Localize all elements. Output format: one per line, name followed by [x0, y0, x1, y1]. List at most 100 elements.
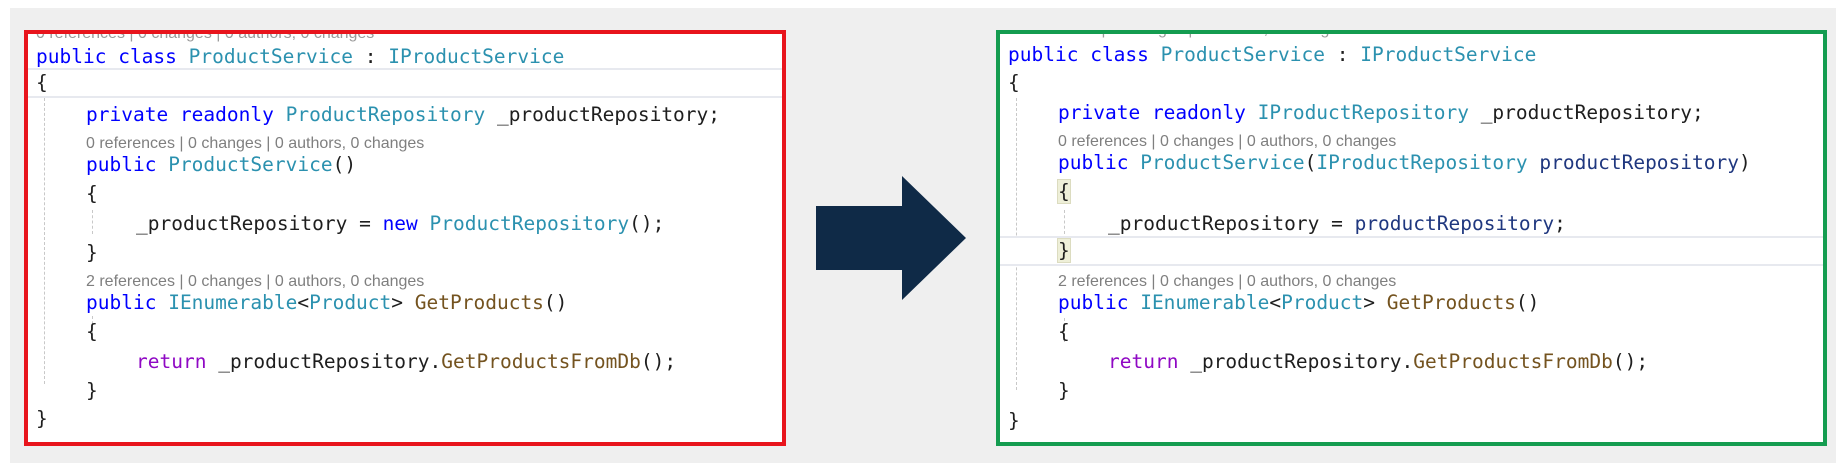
keyword-public: public — [1058, 291, 1129, 314]
codelens-class-info[interactable]: 0 references | 0 changes | 0 authors, 0 … — [36, 30, 375, 42]
matched-close-brace: } — [1057, 238, 1071, 263]
constructor-open-brace-line: { — [1057, 177, 1823, 207]
keyword-private: private — [1058, 101, 1141, 124]
keyword-return: return — [1108, 350, 1179, 373]
constructor-name: ProductService — [168, 153, 333, 176]
generic-close: > — [391, 291, 404, 314]
member-access-dot: . — [1401, 350, 1414, 373]
inheritance-colon: : — [353, 45, 389, 68]
constructor-close-brace-line: } — [1057, 236, 1823, 266]
constructor-open-brace-line: { — [86, 179, 782, 209]
keyword-readonly: readonly — [1151, 101, 1246, 124]
keyword-new: new — [382, 212, 418, 235]
method-params: () — [543, 291, 568, 314]
method-close-brace-line: } — [1058, 376, 1823, 406]
close-brace: } — [1058, 379, 1070, 402]
indent-guide — [92, 210, 93, 234]
keyword-public: public — [1058, 151, 1129, 174]
indent-guide — [1064, 318, 1065, 342]
matched-open-brace: { — [1057, 179, 1071, 204]
field-type: IProductRepository — [1257, 101, 1469, 124]
indent-guide — [1064, 210, 1065, 234]
close-brace: } — [86, 379, 98, 402]
field-reference: _productRepository — [1108, 212, 1320, 235]
paren-open: ( — [1304, 151, 1317, 174]
codelens-method-info[interactable]: 2 references | 0 changes | 0 authors, 0 … — [86, 273, 425, 290]
constructor-declaration-line: public ProductService(IProductRepository… — [1058, 148, 1823, 178]
keyword-public: public — [86, 153, 157, 176]
open-brace: { — [86, 182, 98, 205]
method-name: GetProducts — [414, 291, 544, 314]
parameter-type: IProductRepository — [1316, 151, 1528, 174]
semicolon: ; — [708, 103, 721, 126]
constructor-close-brace-line: } — [86, 238, 782, 268]
open-brace: { — [1058, 320, 1070, 343]
field-type: ProductRepository — [285, 103, 486, 126]
method-declaration-line: public IEnumerable<Product> GetProducts(… — [1058, 288, 1823, 318]
current-line-highlight — [1000, 236, 1823, 266]
class-name: ProductService — [1160, 43, 1326, 66]
member-access-dot: . — [429, 350, 442, 373]
generic-close: > — [1363, 291, 1376, 314]
method-open-brace-line: { — [1058, 317, 1823, 347]
return-type: IEnumerable — [168, 291, 298, 314]
paren-close: ) — [1739, 151, 1751, 174]
generic-argument: Product — [1281, 291, 1364, 314]
instantiated-type: ProductRepository — [429, 212, 630, 235]
method-declaration-line: public IEnumerable<Product> GetProducts(… — [86, 288, 782, 318]
class-open-brace-line: { — [1008, 68, 1823, 98]
generic-open: < — [1269, 291, 1282, 314]
return-type: IEnumerable — [1140, 291, 1270, 314]
generic-open: < — [297, 291, 310, 314]
generic-argument: Product — [309, 291, 392, 314]
codelens-class-info[interactable]: 0 references | 0 changes | 0 authors, 0 … — [1008, 34, 1346, 40]
class-declaration-line: public class ProductService : IProductSe… — [1008, 40, 1823, 70]
field-name: _productRepository — [1480, 101, 1693, 124]
field-name: _productRepository — [496, 103, 709, 126]
class-declaration-line: public class ProductService : IProductSe… — [36, 42, 782, 72]
return-statement-line: return _productRepository.GetProductsFro… — [136, 347, 782, 377]
semicolon: ; — [1692, 101, 1704, 124]
class-close-brace-line: } — [36, 404, 782, 434]
assign-operator: = — [347, 212, 383, 235]
field-reference: _productRepository — [1190, 350, 1402, 373]
assign-operator: = — [1319, 212, 1355, 235]
interface-name: IProductService — [1360, 43, 1537, 66]
called-method: GetProductsFromDb — [441, 350, 641, 373]
constructor-name: ProductService — [1140, 151, 1305, 174]
field-reference: _productRepository — [136, 212, 348, 235]
keyword-private: private — [86, 103, 169, 126]
class-name: ProductService — [188, 45, 354, 68]
codelens-method-info[interactable]: 2 references | 0 changes | 0 authors, 0 … — [1058, 273, 1397, 290]
constructor-declaration-line: public ProductService() — [86, 150, 782, 180]
open-brace: { — [1008, 71, 1020, 94]
parameter-reference: productRepository — [1354, 212, 1555, 235]
code-panel-after: 0 references | 0 changes | 0 authors, 0 … — [996, 30, 1827, 446]
method-name: GetProducts — [1386, 291, 1516, 314]
call-end: (); — [1612, 350, 1649, 373]
open-brace: { — [86, 320, 98, 343]
class-close-brace-line: } — [1008, 406, 1823, 436]
method-open-brace-line: { — [86, 317, 782, 347]
codelens-constructor-info[interactable]: 0 references | 0 changes | 0 authors, 0 … — [86, 135, 425, 152]
field-reference: _productRepository — [218, 350, 430, 373]
current-line-highlight — [28, 68, 782, 98]
keyword-public: public — [1008, 43, 1079, 66]
method-close-brace-line: } — [86, 376, 782, 406]
keyword-public: public — [86, 291, 157, 314]
code-panel-before: 0 references | 0 changes | 0 authors, 0 … — [24, 30, 786, 446]
close-brace: } — [86, 241, 98, 264]
keyword-return: return — [136, 350, 207, 373]
codelens-constructor-info[interactable]: 0 references | 0 changes | 0 authors, 0 … — [1058, 133, 1397, 150]
close-brace: } — [1008, 409, 1020, 432]
return-statement-line: return _productRepository.GetProductsFro… — [1108, 347, 1823, 377]
right-arrow-icon — [816, 176, 966, 300]
class-open-brace-line: { — [36, 68, 782, 98]
keyword-public: public — [36, 45, 107, 68]
call-end: (); — [640, 350, 677, 373]
assignment-line: _productRepository = new ProductReposito… — [136, 209, 782, 239]
field-declaration-line: private readonly ProductRepository _prod… — [86, 100, 782, 130]
called-method: GetProductsFromDb — [1413, 350, 1613, 373]
open-brace: { — [36, 71, 48, 94]
field-declaration-line: private readonly IProductRepository _pro… — [1058, 98, 1823, 128]
